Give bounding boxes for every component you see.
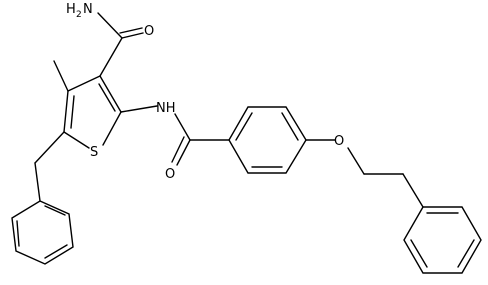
para-ring-double-1 bbox=[235, 112, 253, 141]
bond-c3-amide-c bbox=[99, 37, 123, 77]
thiophene-sulfur-label: S bbox=[90, 145, 98, 160]
amide-oxygen-label: O bbox=[144, 24, 154, 39]
nh-label: NH bbox=[156, 101, 176, 116]
bond-c5-s bbox=[63, 131, 90, 149]
carbonyl-oxygen-label: O bbox=[165, 167, 175, 182]
para-ring-double-2 bbox=[281, 112, 299, 141]
terminal-ring-double-3 bbox=[410, 239, 428, 268]
bond-amide-c-n bbox=[97, 12, 123, 39]
benzyl-phenyl-ring bbox=[11, 200, 74, 265]
bond-c3-c4 bbox=[67, 75, 101, 92]
bond-ch2-ring bbox=[34, 162, 41, 202]
bond-carbonyl-c-o-2 bbox=[171, 136, 185, 163]
benzyl-ring-double-2 bbox=[44, 244, 68, 259]
bond-c4-c5 bbox=[63, 90, 69, 133]
bond-c4-methyl bbox=[53, 60, 69, 92]
ether-oxygen-label: O bbox=[334, 134, 344, 149]
bond-c5-ch2 bbox=[34, 131, 65, 164]
bond-carbonyl-c-o bbox=[176, 139, 191, 166]
bond-amide-c-o bbox=[121, 32, 144, 39]
terminal-ring-double-2 bbox=[457, 239, 475, 268]
bond-s-c2 bbox=[102, 111, 122, 146]
amide-nh2-subscript: 2 bbox=[76, 10, 82, 20]
para-phenyl-ring bbox=[228, 106, 307, 174]
bond-c4-c5-inner bbox=[70, 95, 75, 129]
bond-c2-nh bbox=[120, 105, 158, 113]
benzyl-ring-double-1 bbox=[44, 205, 66, 216]
bond-amide-c-o-2 bbox=[119, 27, 143, 34]
bond-c3-c2-inner bbox=[98, 83, 116, 112]
bond-ether-o-ch2 bbox=[347, 147, 365, 175]
benzyl-ring-double-3 bbox=[16, 220, 20, 247]
bond-c3-c2 bbox=[99, 75, 122, 113]
terminal-phenyl-ring bbox=[403, 206, 482, 274]
bond-ch2-phenyl bbox=[402, 173, 424, 208]
amide-nh2-n: N bbox=[83, 2, 93, 17]
bond-nh-carbonyl-c bbox=[174, 113, 191, 141]
amide-nh2-h: H bbox=[66, 2, 76, 17]
